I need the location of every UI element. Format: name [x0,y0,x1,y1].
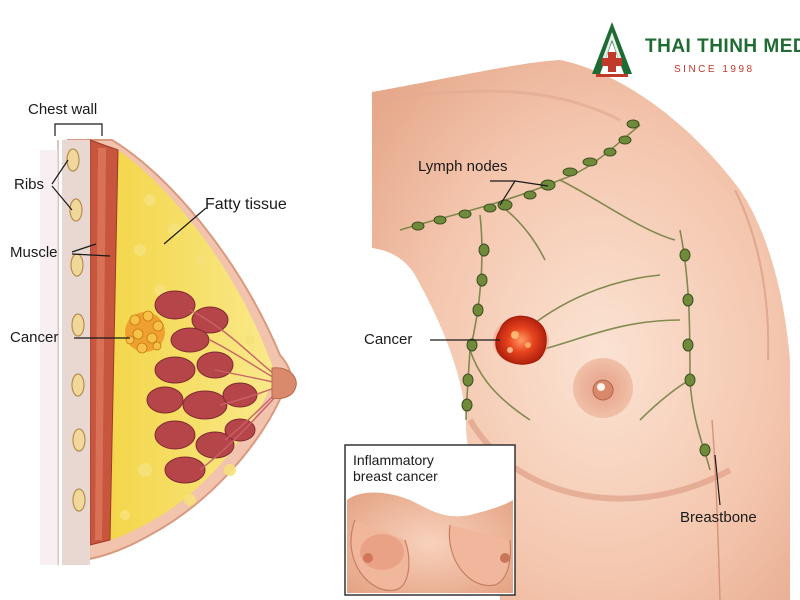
cancer-tumor-cross-section [125,310,165,354]
lymph-node [478,243,490,257]
rib [72,488,86,512]
lobule [154,420,196,450]
muscle-label: Muscle [10,244,58,261]
inset-breast-left [350,519,410,591]
sternum-line [711,419,721,600]
lobule [170,327,210,353]
lymph-node [699,443,711,457]
cancer-tumor-surface [493,315,549,365]
body-contour [734,189,770,361]
lobule [224,418,256,442]
lobule [146,386,184,414]
ribs [66,148,86,512]
rib [71,313,85,337]
lymph-node [461,398,473,412]
lobules [146,290,258,484]
right-leader-lines [430,180,721,506]
brand-since: SINCE 1998 [674,64,755,75]
brand-name: THAI THINH MEDIC [645,36,800,57]
cancer-label-right: Cancer [364,331,413,348]
lobule [191,306,229,334]
rib [70,253,84,277]
lymph-node [411,221,425,231]
lymph-node [679,248,691,262]
muscle-highlight [95,148,106,540]
lymph-node [433,215,447,225]
left-leader-lines [51,123,207,339]
lobule [164,456,206,484]
lymph-node [684,373,696,387]
inset-title: Inflammatory breast cancer [353,452,513,484]
collarbone-contour [371,89,621,122]
rib [71,373,85,397]
lymph-node [603,147,617,157]
lymph-node [682,293,694,307]
lymph-nodes-label: Lymph nodes [418,158,508,175]
inset-nipple [500,553,510,563]
nipple-cross-section [271,367,297,399]
cross-section-illustration [40,139,297,565]
chest-wall-bracket [54,123,103,136]
lymph-node [458,209,472,219]
lymph-node [483,203,497,213]
inset-nipple [363,553,373,563]
lymph-nodes [411,119,711,457]
lymph-node [523,190,537,200]
lymph-node [472,303,484,317]
lymph-node [562,167,578,177]
lobule [154,356,196,384]
fatty-tissue-label: Fatty tissue [205,196,287,213]
inflammatory-inset [344,444,516,596]
lymph-node [618,135,632,145]
inset-title-line2: breast cancer [353,468,438,484]
lymph-node [476,273,488,287]
fat-texture [120,194,255,520]
lobule [182,390,228,420]
inset-breast-right [448,524,512,587]
nipple-areola [573,358,633,418]
hospital-cross-logo [592,22,632,77]
inset-title-line1: Inflammatory [353,452,434,468]
inset-redness [360,534,404,570]
lymph-node [462,373,474,387]
lymph-node [582,157,598,167]
chest-wall-texture [40,150,58,565]
cancer-label-left: Cancer [10,329,59,346]
breastbone-label: Breastbone [680,509,757,526]
lymph-node [682,338,694,352]
ribs-label: Ribs [14,176,45,193]
lobule [196,351,234,379]
lymph-node [466,338,478,352]
chest-wall-label: Chest wall [28,101,98,118]
lobule [154,290,196,320]
rib [69,198,83,222]
rib [72,428,86,452]
lobule [222,382,258,408]
lymph-node [626,119,640,129]
rib [66,148,80,172]
